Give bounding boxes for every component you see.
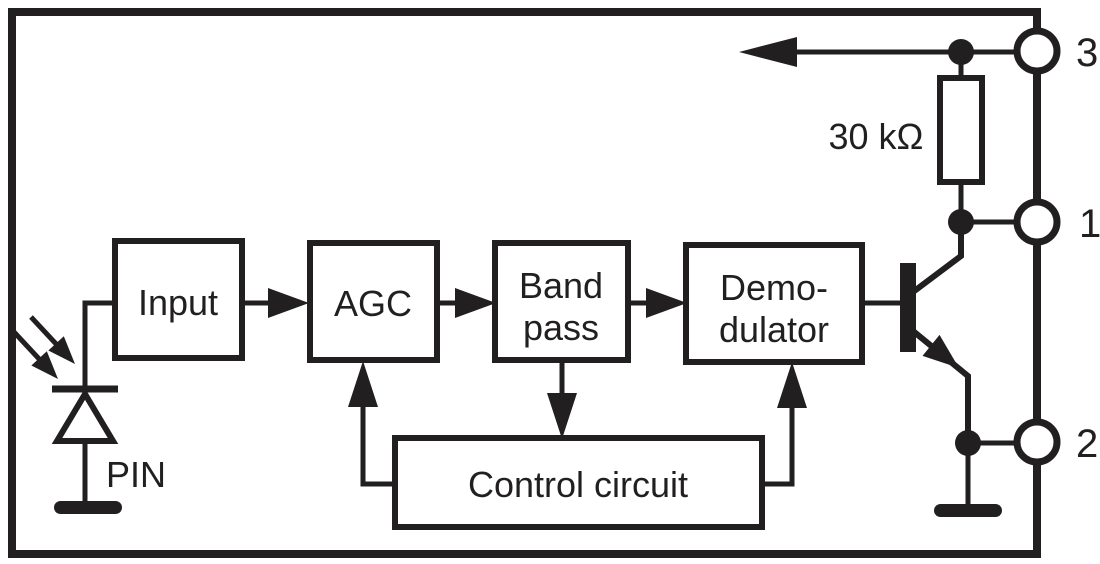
control-circuit-block: Control circuit bbox=[392, 435, 765, 530]
arrow-right-icon bbox=[268, 288, 309, 318]
incoming-light-arrows bbox=[12, 315, 75, 379]
pin-1-terminal bbox=[1013, 198, 1061, 246]
light-arrowhead-icon bbox=[31, 351, 58, 379]
control-circuit-block-label: Control circuit bbox=[468, 464, 688, 505]
light-ray-icon bbox=[12, 330, 43, 363]
input-block: Input bbox=[112, 238, 245, 361]
arrow-up-icon bbox=[348, 361, 378, 407]
ground-bar bbox=[54, 501, 122, 514]
pullup-resistor: 30 kΩ bbox=[829, 52, 985, 222]
pin-terminals: 3 1 2 bbox=[1013, 27, 1100, 466]
input-block-box bbox=[112, 238, 245, 361]
resistor-value-label: 30 kΩ bbox=[829, 116, 924, 157]
pin-1-label: 1 bbox=[1079, 202, 1100, 246]
light-arrowhead-icon bbox=[48, 336, 75, 364]
transistor-base-bar bbox=[900, 263, 916, 352]
ground-symbol-left bbox=[54, 501, 122, 514]
feedback-arrows bbox=[348, 360, 807, 487]
pin-2-label: 2 bbox=[1076, 422, 1098, 466]
arrow-up-icon bbox=[777, 362, 807, 408]
bandpass-block-box bbox=[492, 240, 631, 363]
pin-photodiode: PIN bbox=[51, 300, 166, 503]
wire-control-to-demodulator bbox=[762, 403, 795, 487]
wire-photodiode-to-input bbox=[82, 300, 115, 387]
agc-block-label: AGC bbox=[334, 283, 412, 324]
diode-triangle bbox=[51, 388, 119, 444]
bandpass-block-label-line2: pass bbox=[523, 307, 599, 348]
output-arrow bbox=[739, 37, 1018, 67]
signal-flow-arrows bbox=[242, 288, 687, 318]
agc-block: AGC bbox=[307, 240, 440, 363]
pin-3-terminal bbox=[1013, 27, 1061, 75]
input-block-label: Input bbox=[138, 282, 218, 323]
npn-transistor bbox=[862, 230, 1018, 456]
bandpass-block: Band pass bbox=[492, 240, 631, 363]
photodiode-label: PIN bbox=[106, 454, 166, 495]
pin-2-terminal bbox=[1013, 418, 1061, 466]
demodulator-block-label-line2: dulator bbox=[719, 309, 829, 350]
resistor-body bbox=[937, 75, 985, 185]
arrow-left-icon bbox=[739, 37, 797, 67]
bandpass-block-label-line1: Band bbox=[519, 265, 603, 306]
light-ray-icon bbox=[29, 315, 60, 348]
arrow-down-icon bbox=[547, 393, 577, 439]
pin-3-label: 3 bbox=[1076, 31, 1098, 75]
junction-dot bbox=[948, 39, 974, 65]
ground-symbol-right bbox=[934, 443, 1002, 517]
agc-block-box bbox=[307, 240, 440, 363]
arrow-right-icon bbox=[646, 288, 687, 318]
ground-bar bbox=[934, 504, 1002, 517]
wire-control-to-agc bbox=[360, 402, 395, 487]
demodulator-block-label-line1: Demo- bbox=[720, 267, 828, 308]
wire-collector bbox=[911, 230, 964, 295]
arrow-right-icon bbox=[455, 288, 496, 318]
demodulator-block: Demo- dulator bbox=[683, 242, 865, 365]
demodulator-block-box bbox=[683, 242, 865, 365]
emitter-arrow-icon bbox=[922, 334, 959, 368]
module-boundary bbox=[8, 8, 1041, 558]
control-circuit-block-box bbox=[392, 435, 765, 530]
